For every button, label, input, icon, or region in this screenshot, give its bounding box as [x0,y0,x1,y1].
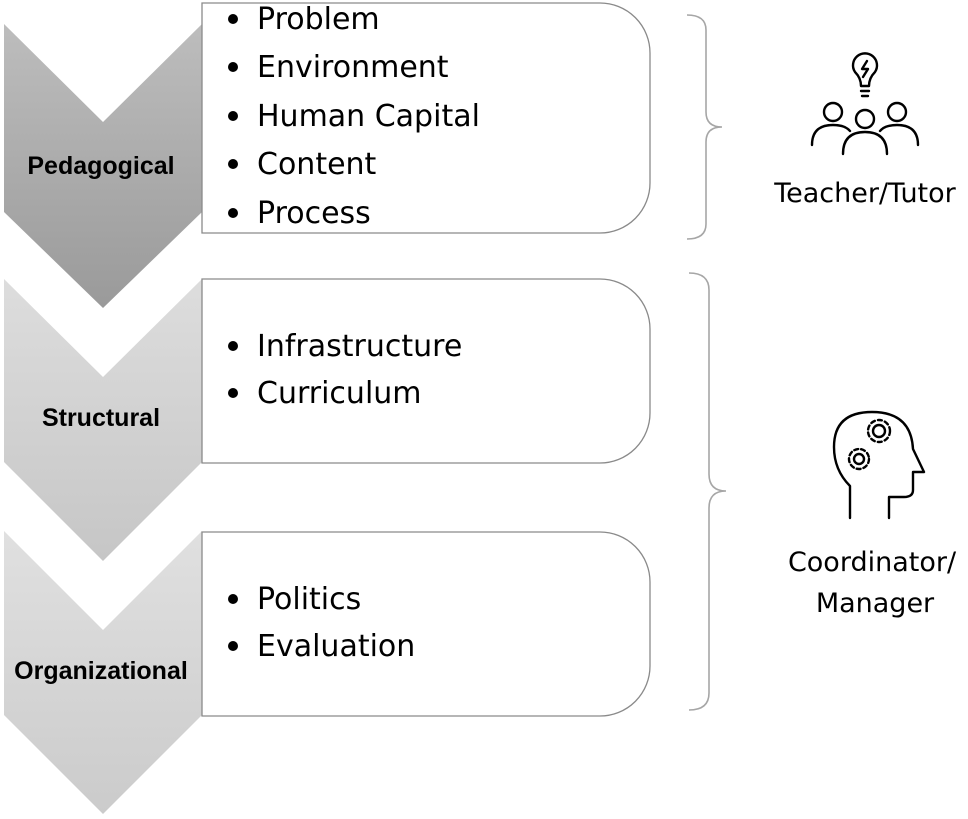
items-box [201,531,651,717]
list-item: Process [257,196,371,231]
role-label: Coordinator/ [788,547,957,578]
bullet-icon [228,341,238,351]
brace-teacher [686,14,723,240]
stage-label: Structural [42,404,160,432]
stage-label: Pedagogical [27,152,174,180]
bullet-icon [228,14,238,24]
list-item: Human Capital [257,99,480,134]
team-idea-icon [810,52,920,156]
list-item: Curriculum [257,376,422,411]
items-box [201,278,651,464]
bullet-icon [228,62,238,72]
bullet-icon [228,594,238,604]
chevron-structural [4,279,202,561]
stage-organizational: Organizational Politics Evaluation [4,531,651,814]
bullet-icon [228,159,238,169]
list-item: Environment [257,50,449,85]
chevron-pedagogical [4,24,202,308]
role-label: Manager [816,588,935,619]
role-teacher: Teacher/Tutor [773,52,957,209]
stage-structural: Structural Infrastructure Curriculum [4,278,651,561]
brace-coordinator [688,272,727,711]
list-item: Content [257,147,377,182]
items-box [201,2,651,234]
stage-pedagogical: Pedagogical Problem Environment Human Ca… [4,2,651,308]
head-gears-icon [832,410,926,520]
bullet-icon [228,111,238,121]
stage-label: Organizational [14,657,188,685]
chevron-organizational [4,531,202,814]
bullet-icon [228,388,238,398]
list-item: Evaluation [257,629,415,664]
bullet-icon [228,641,238,651]
role-label: Teacher/Tutor [773,178,956,209]
list-item: Problem [257,2,380,37]
list-item: Infrastructure [257,329,462,364]
role-coordinator: Coordinator/ Manager [788,410,957,619]
list-item: Politics [257,582,361,617]
bullet-icon [228,208,238,218]
